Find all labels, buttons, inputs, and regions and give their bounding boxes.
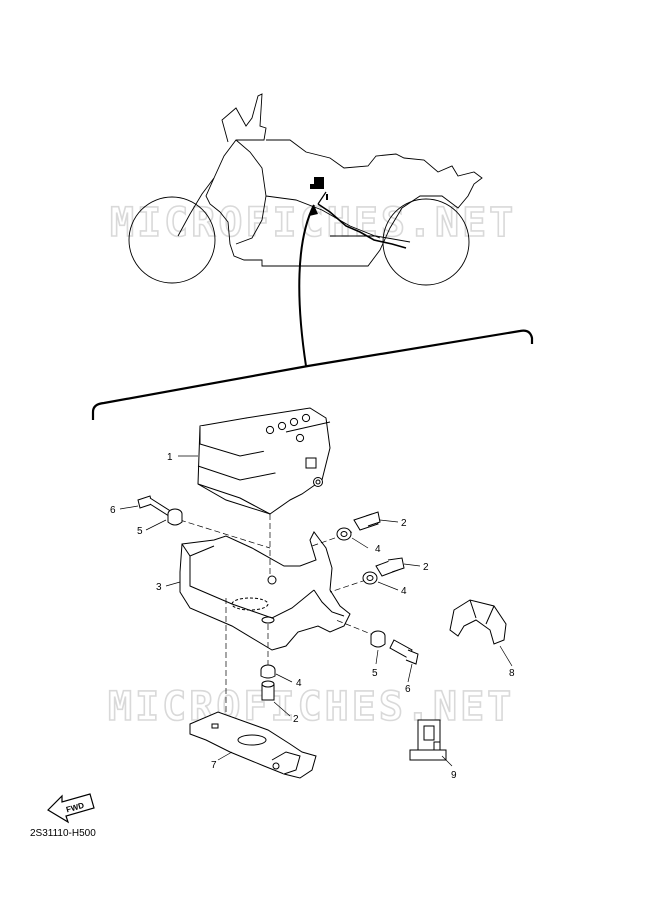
callout-1: 1 bbox=[167, 452, 173, 463]
bolt-right-lower bbox=[389, 639, 419, 665]
callout-2: 2 bbox=[293, 714, 299, 725]
abs-bracket bbox=[179, 531, 351, 651]
callout-3: 3 bbox=[156, 582, 162, 593]
callout-5: 5 bbox=[372, 668, 378, 679]
callout-9: 9 bbox=[451, 770, 457, 781]
leader-lines bbox=[119, 455, 513, 767]
abs-hydraulic-unit bbox=[197, 407, 331, 515]
callout-5: 5 bbox=[137, 526, 143, 537]
washer-lower bbox=[260, 664, 276, 679]
callout-4: 4 bbox=[401, 586, 407, 597]
rear-arm bbox=[330, 235, 411, 243]
coupler bbox=[409, 719, 447, 761]
assembly-dash-lines bbox=[179, 514, 377, 712]
fork bbox=[177, 177, 215, 237]
detail-frame-arc bbox=[91, 329, 534, 420]
clamp bbox=[449, 599, 507, 645]
callout-6: 6 bbox=[110, 505, 116, 516]
engine-frame bbox=[235, 139, 381, 245]
fwd-arrow-icon: FWD bbox=[47, 793, 95, 824]
callout-4: 4 bbox=[296, 678, 302, 689]
bolt-right-middle bbox=[375, 557, 405, 577]
callout-2: 2 bbox=[423, 562, 429, 573]
pointer-line bbox=[298, 204, 315, 367]
bolt-left bbox=[137, 495, 173, 519]
pointer-arrowhead bbox=[309, 205, 318, 216]
callout-4: 4 bbox=[375, 544, 381, 555]
washer-right-upper bbox=[336, 527, 352, 541]
washer-right-middle bbox=[362, 571, 378, 585]
lower-plate-bracket bbox=[189, 711, 317, 779]
collar-right bbox=[370, 630, 386, 648]
callout-2: 2 bbox=[401, 518, 407, 529]
callout-7: 7 bbox=[211, 760, 217, 771]
motorcycle-outline bbox=[128, 93, 483, 286]
callout-6: 6 bbox=[405, 684, 411, 695]
abs-location-marker bbox=[310, 177, 407, 249]
front-wheel bbox=[128, 196, 216, 284]
callout-8: 8 bbox=[509, 668, 515, 679]
bolt-right-upper bbox=[353, 511, 381, 531]
collar-left bbox=[167, 508, 183, 526]
body-outline bbox=[205, 93, 483, 267]
watermark-bottom: MICROFICHES.NET bbox=[108, 684, 514, 730]
watermark-top: MICROFICHES.NET bbox=[110, 200, 516, 246]
drawing-code: 2S31110-H500 bbox=[30, 828, 96, 839]
bolt-lower bbox=[261, 680, 275, 701]
